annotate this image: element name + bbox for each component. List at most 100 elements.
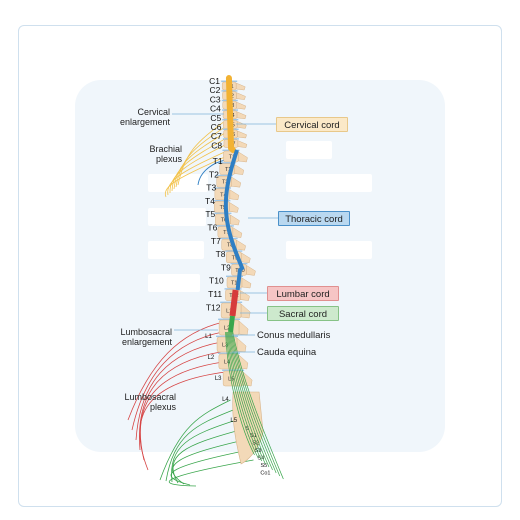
brachial-plexus-nerve	[175, 125, 227, 188]
blank-label-slot	[286, 241, 372, 259]
sacral-plexus-nerve	[159, 399, 231, 481]
blank-label-slot	[148, 208, 206, 226]
thoracic-nerve-label: T6	[207, 223, 217, 233]
spinous-process	[236, 239, 246, 251]
intervertebral-disc	[224, 288, 242, 290]
spinous-process	[236, 101, 247, 110]
thoracic-cord-segment	[223, 149, 245, 291]
sacral-plexus-nerve	[165, 409, 234, 482]
thoracic-nerve-label: T12	[206, 302, 221, 312]
vertebra-label: T2	[225, 167, 231, 173]
brachial-plexus-line1: Brachial	[149, 144, 182, 154]
vertebra-label: T9	[232, 255, 238, 261]
spinous-process	[246, 264, 256, 276]
spinous-process	[240, 290, 250, 301]
thoracic-nerve-label: T9	[221, 262, 231, 272]
vertebra-label: T7	[223, 230, 229, 236]
sacral-cord-box: Sacral cord	[267, 306, 339, 321]
spinous-process	[232, 227, 243, 238]
spinous-process	[234, 164, 245, 175]
sacral-plexus-nerve	[172, 439, 245, 485]
intervertebral-disc	[213, 187, 231, 189]
cervical-enlargement-line2: enlargement	[119, 117, 170, 127]
lumbosacral-enlargement-line1: Lumbosacral	[120, 327, 172, 337]
lumbar-plexus-nerve	[127, 321, 224, 421]
spinous-process	[238, 151, 248, 163]
cervical-nerve-label: C3	[210, 94, 221, 104]
blank-label-slot	[286, 141, 332, 159]
conus-medullaris-label: Conus medullaris	[257, 330, 331, 341]
intervertebral-disc	[214, 212, 232, 214]
sacral-nerve-label: Co1	[260, 471, 270, 477]
cervical-nerve-label: C6	[211, 122, 222, 132]
vertebra-label: T3	[222, 180, 228, 186]
spinous-process	[241, 277, 252, 289]
lumbar-nerve-label: L2	[208, 355, 215, 361]
brachial-plexus-label: Brachial plexus	[122, 144, 182, 164]
thoracic-nerve-label: T7	[211, 236, 221, 246]
thoracic-nerve-label: T5	[205, 209, 215, 219]
intervertebral-disc	[215, 174, 233, 177]
cauda-equina-strand	[229, 331, 273, 471]
intervertebral-disc	[213, 200, 231, 202]
sacral-nerve-label: S3	[255, 448, 262, 454]
spinous-process	[240, 303, 251, 319]
sacral-plexus-nerve	[169, 459, 254, 487]
lumbosacral-enlargement-label: Lumbosacral enlargement	[92, 327, 172, 347]
lumbosacral-plexus-line2: plexus	[149, 402, 176, 412]
cauda-equina-label: Cauda equina	[257, 347, 317, 358]
sacrum-label: S	[245, 426, 249, 432]
spinous-process	[241, 252, 251, 264]
spinous-process	[235, 82, 246, 91]
intervertebral-disc	[218, 318, 241, 320]
cervical-cord-box: Cervical cord	[276, 117, 348, 132]
blank-label-slot	[286, 174, 372, 192]
sacral-nerve-label: S5	[260, 463, 267, 469]
diagram-backdrop	[75, 80, 445, 452]
cauda-equina-strand	[227, 331, 266, 465]
brachial-plexus-nerve	[169, 143, 228, 194]
spinous-process	[237, 140, 248, 148]
cauda-equina-strand	[225, 331, 255, 456]
lumbar-plexus-nerve	[139, 371, 226, 471]
cervical-nerve-label: C4	[210, 104, 221, 114]
brachial-plexus-nerve	[167, 149, 230, 196]
thoracic-nerve-label: T1	[213, 156, 223, 166]
cervical-cord-segment	[225, 75, 236, 153]
spinous-process	[236, 111, 247, 120]
thoracic-nerve-label: T2	[209, 169, 219, 179]
vertebra-label: T1	[229, 155, 235, 161]
lumbosacral-plexus-label: Lumbosacral plexus	[98, 392, 176, 412]
vertebra-label: L1	[226, 309, 232, 315]
vertebra-label: T8	[227, 243, 233, 249]
intervertebral-disc	[217, 352, 240, 354]
cauda-equina-strand	[232, 331, 284, 480]
lumbar-nerve-label: L3	[215, 376, 222, 382]
blank-label-slot	[148, 241, 204, 259]
blank-label-slot	[148, 274, 200, 292]
cervical-nerve-label: C2	[209, 85, 220, 95]
vertebra-label: T6	[221, 218, 227, 224]
blank-label-slot	[148, 174, 208, 192]
brachial-plexus-nerve	[171, 137, 227, 192]
sacral-plexus-nerve	[171, 419, 237, 483]
spinous-process	[231, 176, 242, 188]
cervical-nerve-label: C7	[211, 131, 222, 141]
brachial-plexus-line2: plexus	[155, 154, 182, 164]
brachial-plexus-nerve	[164, 155, 228, 198]
thoracic-nerve-label: T11	[208, 289, 222, 299]
lumbar-plexus-nerve	[139, 361, 224, 461]
thoracic-cord-box: Thoracic cord	[278, 211, 350, 226]
spinous-process	[242, 371, 253, 387]
intervertebral-disc	[222, 369, 245, 371]
lumbosacral-plexus-line1: Lumbosacral	[124, 392, 176, 402]
intervertebral-disc	[216, 225, 234, 227]
thoracic-nerve-label: T3	[206, 183, 216, 193]
thoracic-nerve-label: T8	[216, 249, 226, 259]
lumbosacral-enlargement-line2: enlargement	[121, 337, 172, 347]
spinous-process	[237, 121, 247, 129]
cauda-equina-strand	[226, 331, 259, 459]
spinous-process	[238, 320, 249, 336]
spinous-process	[237, 130, 247, 139]
